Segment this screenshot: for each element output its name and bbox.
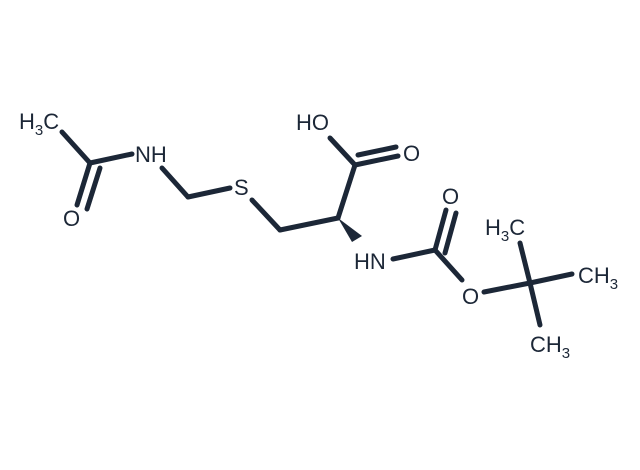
atom-ch3-left: H3C	[19, 109, 59, 139]
bond-o-cquat	[481, 280, 533, 295]
bond-layer	[59, 129, 575, 328]
stereo-wedge-bond	[338, 218, 362, 242]
atom-o-carbonyl: O	[442, 184, 459, 209]
bond-cquat-ch3-right	[527, 271, 575, 286]
atom-hn-center: HN	[354, 249, 386, 274]
bond-cquat-ch3-top	[517, 240, 533, 286]
atom-o-acid: O	[403, 141, 420, 166]
bond-cooh-o-2	[355, 144, 399, 158]
atom-s: S	[234, 175, 249, 200]
bond-carbamate-co-1	[432, 207, 449, 253]
atom-o-ester: O	[462, 284, 479, 309]
bond-s-ch2	[249, 197, 283, 233]
bond-calpha-cooh	[335, 162, 358, 221]
bond-hn-carbamate	[390, 247, 438, 262]
bond-carbamate-co-2	[442, 210, 459, 256]
bond-carbonyl-nh	[87, 151, 135, 166]
bond-ch2-s	[185, 185, 233, 200]
bond-nh-ch2	[159, 165, 191, 200]
bond-cquat-ch3-bottom	[527, 280, 543, 328]
bond-cooh-o-1	[352, 153, 401, 168]
atom-nh-left: NH	[135, 142, 167, 167]
atom-ch3-top: H3C	[485, 215, 525, 245]
atom-labels: H3C NH O S HO O HN O O H3C CH3 CH3	[19, 109, 618, 362]
bond-acetyl-co-1	[74, 160, 93, 208]
bond-ch3-carbonyl	[59, 129, 93, 166]
bond-ch2-calpha	[277, 215, 341, 233]
bond-acetyl-co-2	[84, 165, 103, 212]
bond-cooh-oh	[327, 135, 358, 168]
atom-ch3-right: CH3	[578, 263, 618, 293]
atom-o-left: O	[63, 206, 80, 231]
atom-oh: HO	[296, 110, 329, 135]
atom-ch3-bottom: CH3	[530, 332, 570, 362]
bond-carbamate-o	[432, 247, 465, 283]
